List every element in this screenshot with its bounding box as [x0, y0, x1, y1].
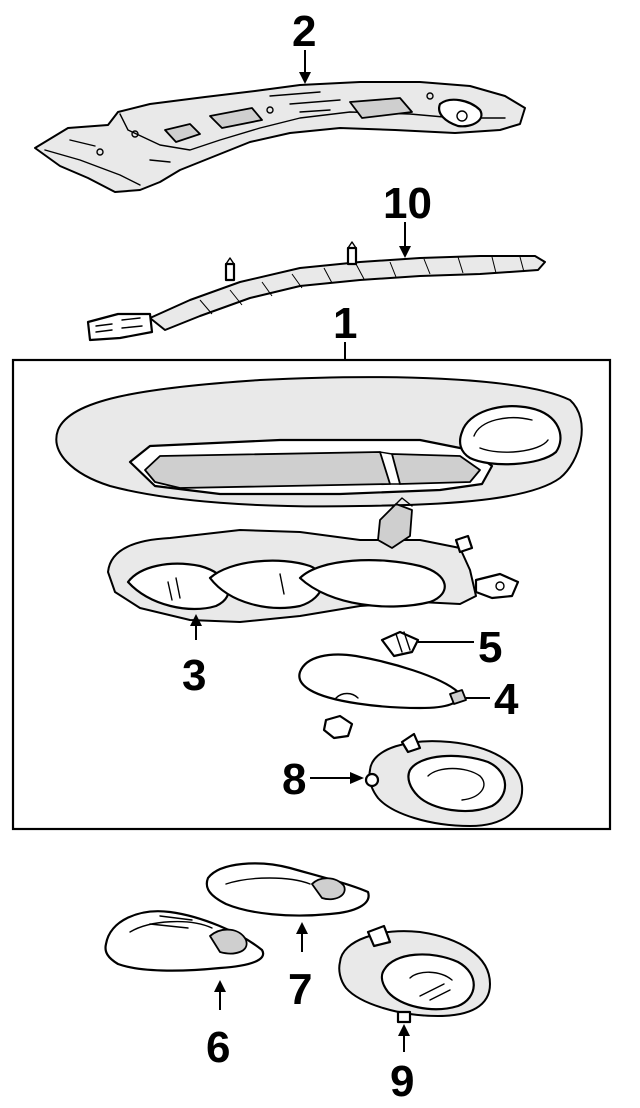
- callout-1: 1: [333, 299, 357, 348]
- reading-lamp-bezel: [364, 732, 524, 827]
- callout-4: 4: [494, 675, 519, 724]
- roof-bracket-part: [34, 81, 526, 193]
- callout-8: 8: [282, 755, 306, 804]
- reading-lamp-lower: [338, 924, 491, 1024]
- clip-part: [322, 714, 354, 740]
- callout-2: 2: [292, 7, 316, 56]
- console-housing: [55, 376, 583, 508]
- wiring-harness-part: [86, 241, 546, 342]
- console-assembly-box: [11, 342, 612, 831]
- callout-5: 5: [478, 623, 502, 672]
- lens-part: [298, 653, 467, 710]
- callout-6: 6: [206, 1023, 230, 1072]
- callout-7: 7: [288, 965, 312, 1014]
- callout-10: 10: [383, 179, 432, 228]
- callout-3: 3: [182, 651, 206, 700]
- lens-part-left: [104, 910, 265, 972]
- lens-part-lower: [205, 862, 370, 917]
- bulb-part: [380, 630, 420, 658]
- callout-9: 9: [390, 1057, 414, 1106]
- lamp-housing-part: [107, 497, 520, 623]
